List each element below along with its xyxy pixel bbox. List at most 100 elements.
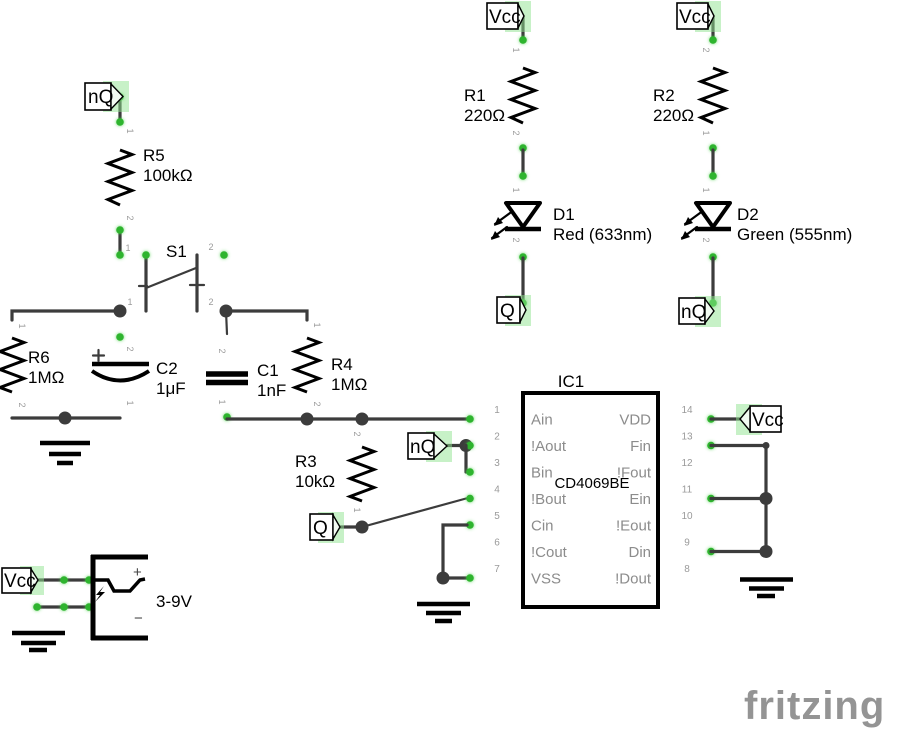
net-label-vcc-r1[interactable]: Vcc (486, 1, 531, 32)
battery-3-9v[interactable]: + − 3-9V (90, 554, 193, 641)
net-label-text: nQ (88, 87, 113, 108)
c2-value-label: 1μF (156, 379, 186, 398)
ic1-pin-aout: !Aout (531, 438, 567, 455)
c1-ref-label: C1 (257, 361, 279, 380)
battery-bolt-icon (95, 586, 105, 602)
r4-ref-label: R4 (331, 355, 353, 374)
r1-pin1-number: 1 (511, 47, 521, 52)
ground-symbol-battery[interactable] (12, 630, 65, 653)
net-label-vcc-r2[interactable]: Vcc (676, 1, 721, 32)
ic1-pinnum-10: 10 (681, 511, 693, 522)
d1-light-arrow-1 (494, 217, 503, 226)
wire-net-to-ain[interactable] (225, 412, 525, 426)
r2-pin1-number: 1 (701, 130, 711, 135)
wire-nq-to-aout-bin[interactable] (445, 439, 525, 476)
r5-value-label: 100kΩ (143, 166, 193, 185)
led-d1[interactable]: D1 Red (633nm) 1 2 (490, 187, 652, 244)
ic1-pinnum-4: 4 (494, 485, 500, 496)
ic1-pinnum-9: 9 (684, 538, 690, 549)
ic1-pinnum-8: 8 (684, 564, 690, 575)
ground-symbol-middle[interactable] (417, 601, 470, 624)
r2-ref-label: R2 (653, 86, 675, 105)
c2-pin1-number: 1 (125, 400, 135, 405)
wire-battery-to-ground[interactable] (33, 603, 93, 633)
net-label-vcc-ic[interactable]: Vcc (736, 404, 784, 435)
r1-ref-label: R1 (464, 86, 486, 105)
wire-vdd-to-vcc[interactable] (656, 415, 742, 423)
d2-pin2-number: 2 (701, 237, 711, 242)
ic1-cd4069be[interactable]: IC1 CD4069BE Ain !Aout Bin !Bout Cin !Co… (494, 372, 693, 609)
switch-s1[interactable]: S1 1 2 1 2 (118, 242, 228, 313)
ic1-pin-bout: !Bout (531, 491, 567, 508)
c1-value-label: 1nF (257, 381, 286, 400)
resistor-r5[interactable]: R5 100kΩ 1 2 (103, 128, 193, 221)
net-label-text: Vcc (4, 571, 36, 592)
net-label-vcc-bat[interactable]: Vcc (1, 566, 44, 595)
capacitor-c1[interactable]: C1 1nF 2 1 (206, 330, 286, 421)
wire-cin-vss-ground[interactable] (436, 521, 525, 604)
resistor-r3[interactable]: R3 10kΩ 2 1 (295, 417, 379, 529)
d2-value-label: Green (555nm) (737, 225, 852, 244)
r5-pin2-number: 2 (125, 215, 135, 220)
net-label-nq-top[interactable]: nQ (84, 81, 129, 112)
r2-pin2-number: 2 (701, 47, 711, 52)
ic1-pin-din: Din (628, 544, 651, 561)
net-label-nq-ic[interactable]: nQ (407, 431, 452, 462)
resistor-r6[interactable]: R6 1MΩ 1 2 (0, 323, 64, 408)
ic1-pinnum-2: 2 (494, 432, 500, 443)
ground-symbol-right[interactable] (740, 577, 793, 599)
r6-value-label: 1MΩ (28, 368, 64, 387)
r3-ref-label: R3 (295, 452, 317, 471)
ic1-pin-dout: !Dout (615, 571, 652, 588)
wire-fin-ein-din-bus[interactable] (656, 441, 773, 579)
wire-vcc-r1-d1-q[interactable] (519, 14, 527, 307)
r6-pin1-number: 1 (17, 323, 27, 328)
battery-minus-label: − (134, 610, 143, 627)
d1-light-arrow-2 (491, 231, 500, 240)
ic1-pin-ain: Ain (531, 412, 553, 429)
wire-vcc-r2-d2-nq[interactable] (709, 14, 717, 307)
wire-vcc-to-battery[interactable] (36, 576, 93, 584)
r2-value-label: 220Ω (653, 106, 694, 125)
net-label-text: Vcc (679, 7, 711, 28)
r6-ref-label: R6 (28, 348, 50, 367)
ic1-pinnum-13: 13 (681, 432, 693, 443)
resistor-r2[interactable]: R2 220Ω 2 1 (653, 47, 730, 136)
net-label-q-d1[interactable]: Q (496, 295, 531, 326)
d1-pin1-number: 1 (511, 187, 521, 192)
net-label-text: Q (500, 301, 515, 322)
ic1-part-label: CD4069BE (554, 475, 629, 492)
ic1-ref-label: IC1 (558, 372, 584, 391)
d2-light-arrow-1 (684, 217, 693, 226)
ground-symbol-left[interactable] (40, 440, 90, 466)
ic1-pin-fout: !Fout (617, 465, 652, 482)
ic1-pin-vss: VSS (531, 571, 561, 588)
s1-pin1-bottom-number: 1 (127, 297, 132, 307)
capacitor-c2[interactable]: C2 1μF 2 1 (90, 309, 186, 420)
c2-pin2-number: 2 (125, 346, 135, 351)
ic1-pin-fin: Fin (630, 438, 651, 455)
d2-ref-label: D2 (737, 205, 759, 224)
resistor-r1[interactable]: R1 220Ω 1 2 (464, 47, 540, 136)
r6-pin2-number: 2 (17, 402, 27, 407)
ic1-pinnum-7: 7 (494, 564, 500, 575)
net-label-text: Vcc (752, 410, 784, 431)
net-label-nq-d2[interactable]: nQ (678, 296, 721, 327)
d1-pin2-number: 2 (511, 237, 521, 242)
ic1-pin-ein: Ein (629, 491, 651, 508)
ic1-pinnum-12: 12 (681, 458, 693, 469)
net-label-q-r3[interactable]: Q (309, 512, 344, 543)
wire-right-rail[interactable] (219, 304, 309, 336)
d1-value-label: Red (633nm) (553, 225, 652, 244)
d1-ref-label: D1 (553, 205, 575, 224)
r3-value-label: 10kΩ (295, 472, 335, 491)
r5-ref-label: R5 (143, 146, 165, 165)
s1-pin2-bottom-number: 2 (208, 297, 213, 307)
ic1-pin-cout: !Cout (531, 544, 568, 561)
resistor-r4[interactable]: R4 1MΩ 1 2 (290, 316, 367, 421)
r1-value-label: 220Ω (464, 106, 505, 125)
ic1-pin-eout: !Eout (616, 518, 652, 535)
led-d2[interactable]: D2 Green (555nm) 1 2 (680, 187, 852, 244)
ic1-pinnum-1: 1 (494, 405, 500, 416)
